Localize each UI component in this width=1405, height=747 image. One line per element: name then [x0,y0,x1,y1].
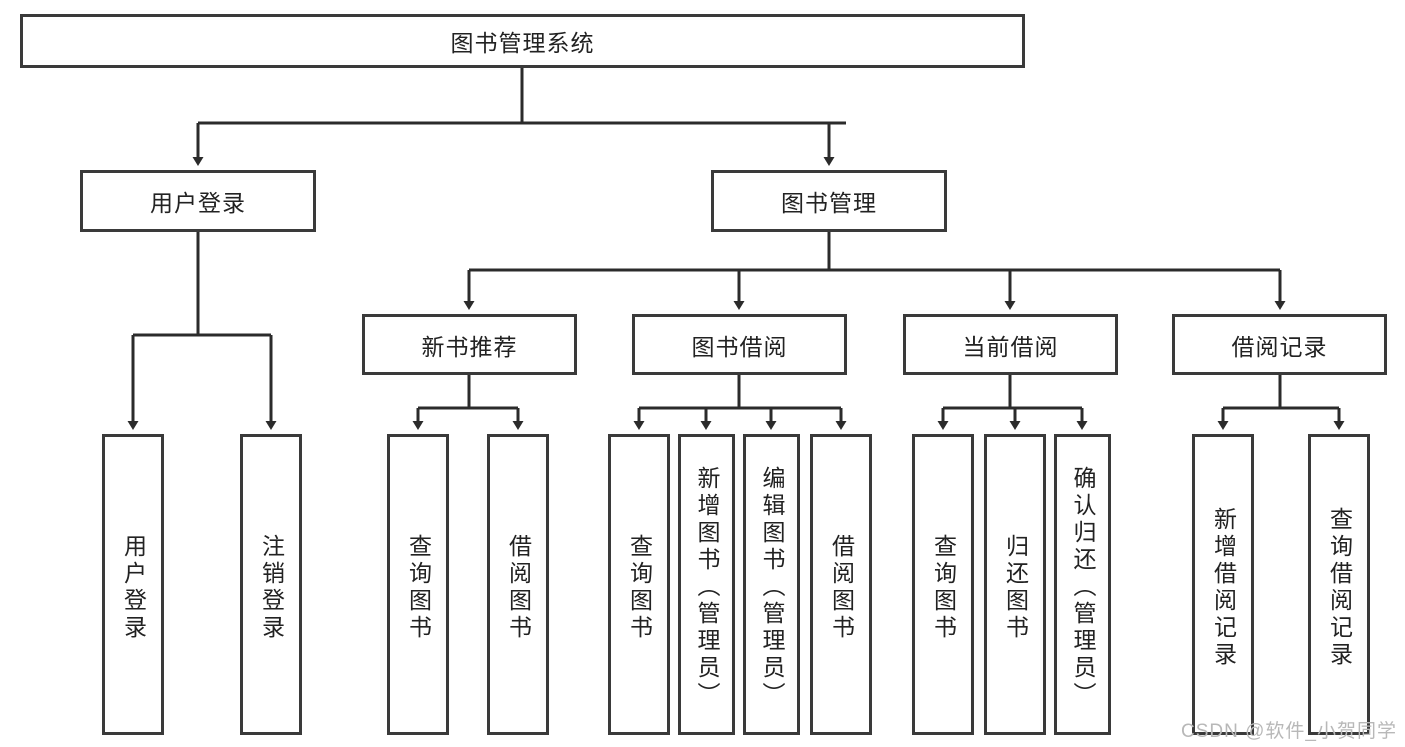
node-leaf-user-logout[interactable]: 注销登录 [240,434,302,735]
node-leaf-query-book-2-label: 查询图书 [626,533,653,642]
node-leaf-borrow-book-2-label: 借阅图书 [828,533,855,642]
node-leaf-add-book[interactable]: 新增图书（管理员） [678,434,735,735]
node-leaf-borrow-book-1-label: 借阅图书 [505,533,532,642]
node-book-borrow[interactable]: 图书借阅 [632,314,847,375]
node-current-borrow[interactable]: 当前借阅 [903,314,1118,375]
node-leaf-return-book-label: 归还图书 [1002,533,1029,642]
node-new-book-rec[interactable]: 新书推荐 [362,314,577,375]
node-leaf-user-login-label: 用户登录 [120,533,147,642]
node-leaf-confirm-return-label: 确认归还（管理员） [1070,466,1096,709]
node-new-book-rec-label: 新书推荐 [421,333,518,360]
node-borrow-record-label: 借阅记录 [1231,333,1328,360]
node-borrow-record[interactable]: 借阅记录 [1172,314,1387,375]
node-leaf-confirm-return[interactable]: 确认归还（管理员） [1054,434,1111,735]
node-leaf-query-record-label: 查询借阅记录 [1326,506,1353,669]
node-leaf-query-book-2[interactable]: 查询图书 [608,434,670,735]
node-leaf-query-record[interactable]: 查询借阅记录 [1308,434,1370,735]
node-root[interactable]: 图书管理系统 [20,14,1025,68]
node-leaf-borrow-book-1[interactable]: 借阅图书 [487,434,549,735]
node-book-manage-label: 图书管理 [781,190,877,216]
node-leaf-borrow-book-2[interactable]: 借阅图书 [810,434,872,735]
node-leaf-return-book[interactable]: 归还图书 [984,434,1046,735]
node-user-login[interactable]: 用户登录 [80,170,316,232]
node-leaf-add-book-label: 新增图书（管理员） [694,466,720,709]
node-current-borrow-label: 当前借阅 [962,333,1059,360]
watermark-text: CSDN @软件_小贺同学 [1181,721,1397,742]
node-root-label: 图书管理系统 [450,30,595,56]
node-leaf-query-book-1[interactable]: 查询图书 [387,434,449,735]
node-user-login-label: 用户登录 [150,190,246,216]
node-leaf-add-record-label: 新增借阅记录 [1210,506,1237,669]
node-leaf-edit-book[interactable]: 编辑图书（管理员） [743,434,800,735]
node-leaf-query-book-3[interactable]: 查询图书 [912,434,974,735]
node-leaf-user-logout-label: 注销登录 [258,533,285,642]
node-leaf-user-login[interactable]: 用户登录 [102,434,164,735]
node-leaf-query-book-3-label: 查询图书 [930,533,957,642]
node-leaf-edit-book-label: 编辑图书（管理员） [759,466,785,709]
node-book-borrow-label: 图书借阅 [691,333,788,360]
node-book-manage[interactable]: 图书管理 [711,170,947,232]
node-leaf-query-book-1-label: 查询图书 [405,533,432,642]
node-leaf-add-record[interactable]: 新增借阅记录 [1192,434,1254,735]
